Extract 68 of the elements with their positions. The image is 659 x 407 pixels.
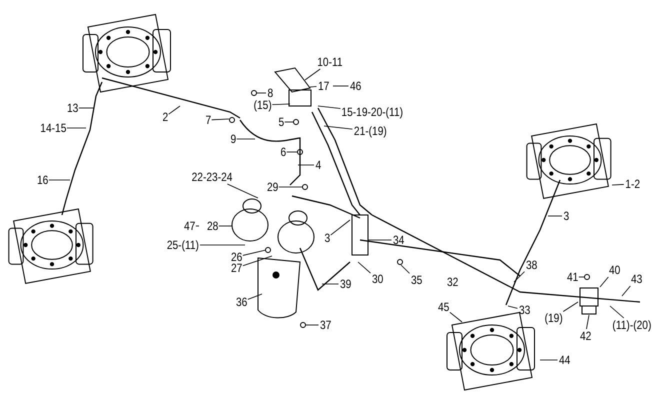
callout-number: 38 (526, 259, 537, 271)
callout-number: 16 (36, 174, 48, 186)
callout-number: 33 (518, 304, 530, 316)
callout-number: (11)-(20) (612, 319, 652, 331)
leader-line (242, 250, 266, 256)
callout-number: 37 (320, 319, 331, 331)
leader-line (242, 256, 272, 266)
callout-number: 40 (608, 264, 620, 276)
callout-number: 36 (236, 296, 247, 308)
leader-line (330, 220, 350, 236)
callout-number: 13 (66, 102, 78, 114)
leader-line (298, 164, 314, 166)
leader-line (304, 68, 321, 80)
leader-line (600, 276, 609, 288)
leader-line (400, 264, 410, 274)
callout-number: 4 (315, 159, 321, 171)
callout-number: 43 (630, 273, 642, 285)
leader-line (200, 244, 246, 246)
callout-number: 14-15 (40, 122, 66, 134)
callout-number: 3 (563, 210, 569, 222)
leader-line (247, 294, 262, 300)
leader-line (306, 324, 319, 326)
callout-number: 28 (206, 220, 218, 232)
callout-number: 39 (340, 278, 351, 290)
callout-number: 41 (566, 271, 578, 283)
leader-line (578, 276, 584, 278)
leader-line (310, 86, 317, 88)
callout-number: 3 (324, 232, 330, 244)
leader-line (318, 106, 341, 109)
callout-number: 27 (230, 262, 242, 274)
leader-line (586, 314, 590, 330)
callout-number: 32 (446, 276, 458, 288)
callout-number: 42 (580, 330, 591, 342)
leader-line (236, 138, 256, 140)
callout-number: 44 (558, 354, 570, 366)
leader-line (324, 126, 353, 130)
callout-number: 29 (266, 181, 278, 193)
callout-number: 5 (278, 116, 284, 128)
callout-number: 35 (410, 274, 422, 286)
callout-number: 34 (392, 234, 404, 246)
callout-number: 46 (350, 80, 361, 92)
leader-line (514, 271, 525, 282)
leader-line (211, 118, 230, 120)
leader-line (278, 186, 302, 188)
callout-number: 17 (318, 80, 329, 92)
leader-line (272, 104, 290, 106)
leader-line (610, 306, 624, 318)
leader-line (358, 262, 371, 274)
callout-number: 22-23-24 (192, 171, 232, 183)
callout-number: 6 (280, 146, 286, 158)
leader-line (622, 286, 631, 296)
callout-number: 10-11 (317, 56, 343, 68)
leader-line (562, 302, 578, 312)
callout-number: 8 (267, 87, 273, 99)
callout-number: 26 (230, 251, 242, 263)
leader-line (508, 306, 518, 309)
leader-line (226, 184, 258, 198)
callout-number: 2 (162, 111, 168, 123)
callout-number: 7 (205, 114, 211, 126)
callout-number: 30 (372, 273, 383, 285)
leader-line (256, 92, 266, 94)
callout-number: 45 (438, 301, 449, 313)
callout-number: 1-2 (624, 178, 640, 190)
leader-line (449, 312, 462, 322)
callout-number: 9 (230, 133, 236, 145)
leader-line (168, 106, 180, 115)
leader-line (612, 184, 624, 186)
callout-number: 47 (184, 220, 195, 232)
